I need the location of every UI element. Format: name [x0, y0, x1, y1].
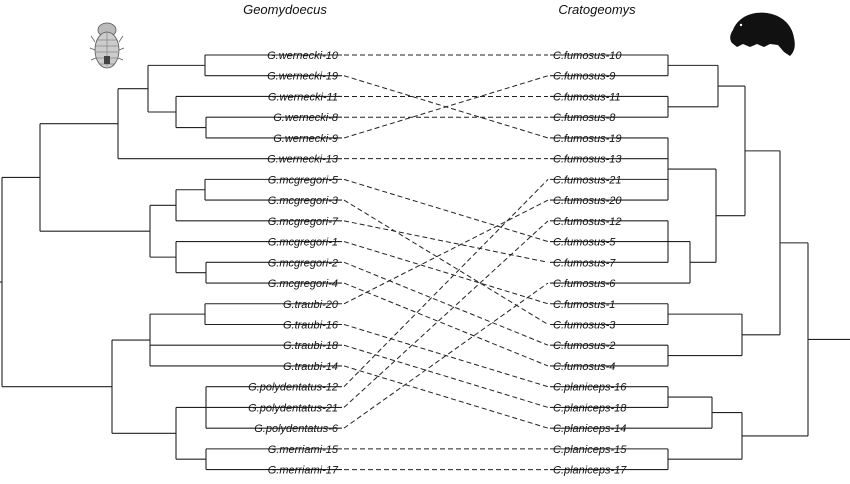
association-link	[343, 241, 549, 305]
left-tip-label: G.polydentatus-12	[248, 382, 338, 394]
left-tip-label: G.mcgregori-3	[268, 195, 339, 207]
right-tip-label: C.fumosus-21	[553, 174, 621, 186]
right-tip-label: C.fumosus-5	[553, 237, 616, 249]
association-link	[343, 220, 549, 263]
left-tip-label: G.merriami-17	[268, 465, 339, 477]
right-tip-label: C.fumosus-20	[553, 195, 622, 207]
right-tip-label: C.planiceps-18	[553, 402, 627, 414]
right-tip-label: C.fumosus-11	[553, 91, 621, 103]
right-tip-label: C.planiceps-16	[553, 382, 627, 394]
right-tip-label: C.fumosus-9	[553, 71, 615, 83]
left-tip-label: G.merriami-15	[268, 444, 339, 456]
right-tip-label: C.fumosus-8	[553, 112, 616, 124]
association-link	[343, 324, 549, 388]
association-link	[343, 261, 549, 346]
association-link	[343, 75, 549, 139]
left-tip-label: G.wernecki-13	[267, 154, 339, 166]
right-tip-label: C.fumosus-12	[553, 216, 621, 228]
right-phylogeny	[550, 54, 850, 471]
left-phylogeny	[0, 54, 342, 471]
association-link	[343, 199, 549, 325]
left-tip-label: G.wernecki-11	[268, 91, 338, 103]
left-tip-label: G.traubi-18	[283, 340, 339, 352]
right-tip-label: C.fumosus-6	[553, 278, 616, 290]
association-link	[343, 344, 549, 408]
left-tip-label: G.traubi-16	[283, 319, 339, 331]
left-tip-label: G.mcgregori-7	[268, 216, 339, 228]
left-tip-label: G.mcgregori-4	[268, 278, 338, 290]
association-link	[343, 220, 549, 408]
right-tip-label: C.fumosus-3	[553, 319, 616, 331]
left-tip-label: G.mcgregori-5	[268, 174, 339, 186]
right-tip-label: C.fumosus-10	[553, 50, 622, 62]
right-tip-labels: C.fumosus-10C.fumosus-9C.fumosus-11C.fum…	[553, 50, 627, 477]
right-tip-label: C.fumosus-19	[553, 133, 621, 145]
right-tip-label: C.planiceps-15	[553, 444, 627, 456]
association-link	[343, 199, 549, 305]
louse-icon	[89, 22, 125, 69]
association-link	[343, 282, 549, 429]
left-tip-label: G.polydentatus-6	[254, 423, 339, 435]
left-header: Geomydoecus	[243, 2, 327, 17]
left-tip-label: G.mcgregori-1	[268, 237, 338, 249]
right-tip-label: C.fumosus-1	[553, 299, 615, 311]
left-tip-label: G.traubi-20	[283, 299, 339, 311]
right-tip-label: C.fumosus-4	[553, 361, 615, 373]
left-tip-label: G.mcgregori-2	[268, 257, 338, 269]
right-header: Cratogeomys	[558, 2, 636, 17]
left-tip-label: G.traubi-14	[283, 361, 338, 373]
left-tip-label: G.polydentatus-21	[248, 402, 338, 414]
association-link	[343, 365, 549, 429]
right-tip-label: C.planiceps-17	[553, 465, 627, 477]
right-tip-label: C.fumosus-7	[553, 257, 616, 269]
right-tip-label: C.fumosus-13	[553, 154, 622, 166]
right-tip-label: C.fumosus-2	[553, 340, 615, 352]
left-tip-labels: G.wernecki-10G.wernecki-19G.wernecki-11G…	[248, 50, 339, 477]
gopher-icon	[730, 12, 795, 56]
association-link	[343, 179, 549, 388]
association-link	[343, 178, 549, 243]
right-tip-label: C.planiceps-14	[553, 423, 626, 435]
left-tip-label: G.wernecki-9	[273, 133, 338, 145]
association-links	[343, 54, 549, 471]
left-tip-label: G.wernecki-19	[267, 71, 338, 83]
left-tip-label: G.wernecki-10	[267, 50, 339, 62]
left-tip-label: G.wernecki-8	[273, 112, 339, 124]
association-link	[343, 282, 549, 367]
